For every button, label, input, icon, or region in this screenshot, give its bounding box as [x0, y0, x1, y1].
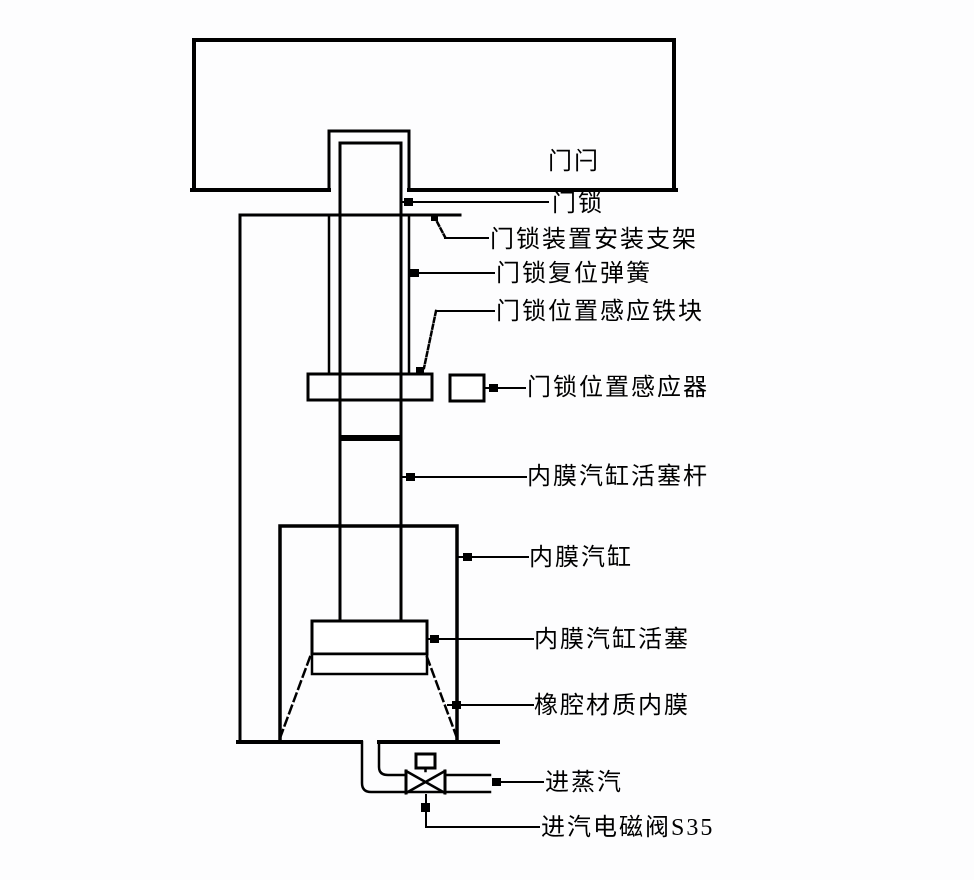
label-sensing-block: 门锁位置感应铁块 [496, 299, 704, 325]
piston-plates [310, 619, 429, 676]
position-sensor-box [448, 373, 486, 403]
membrane-dashed-lines [278, 655, 459, 740]
leader-piston [427, 635, 534, 643]
leader-piston-rod [402, 473, 527, 481]
label-piston-rod: 内膜汽缸活塞杆 [527, 464, 709, 490]
solenoid-valve-symbol [404, 752, 447, 795]
label-position-sensor: 门锁位置感应器 [527, 375, 709, 401]
leader-cylinder [457, 553, 529, 561]
label-cylinder: 内膜汽缸 [529, 545, 633, 571]
label-door-lock: 门锁 [552, 191, 604, 217]
label-solenoid: 进汽电磁阀S35 [541, 815, 715, 841]
sensing-block-flange [306, 372, 434, 402]
label-piston: 内膜汽缸活塞 [534, 627, 690, 653]
return-spring-sleeve [327, 214, 411, 376]
leader-return-spring [409, 269, 495, 277]
leader-mount-bracket [431, 214, 489, 239]
cylinder-body [278, 524, 459, 743]
leader-door-lock [402, 198, 549, 206]
mount-bracket-frame [238, 213, 462, 744]
label-steam-in: 进蒸汽 [545, 770, 623, 796]
label-mount-bracket: 门锁装置安装支架 [490, 227, 698, 253]
leader-sensing-block [416, 309, 495, 375]
leader-solenoid [421, 794, 540, 828]
label-membrane: 橡腔材质内膜 [534, 693, 690, 719]
door-latch-body [190, 38, 678, 192]
lock-pin-rod [338, 141, 403, 622]
label-door-latch: 门闩 [548, 149, 600, 175]
leader-position-sensor [483, 384, 526, 392]
label-return-spring: 门锁复位弹簧 [496, 261, 652, 287]
leader-steam-in [492, 778, 544, 786]
leader-membrane [447, 701, 534, 709]
steam-pipe [360, 740, 492, 794]
